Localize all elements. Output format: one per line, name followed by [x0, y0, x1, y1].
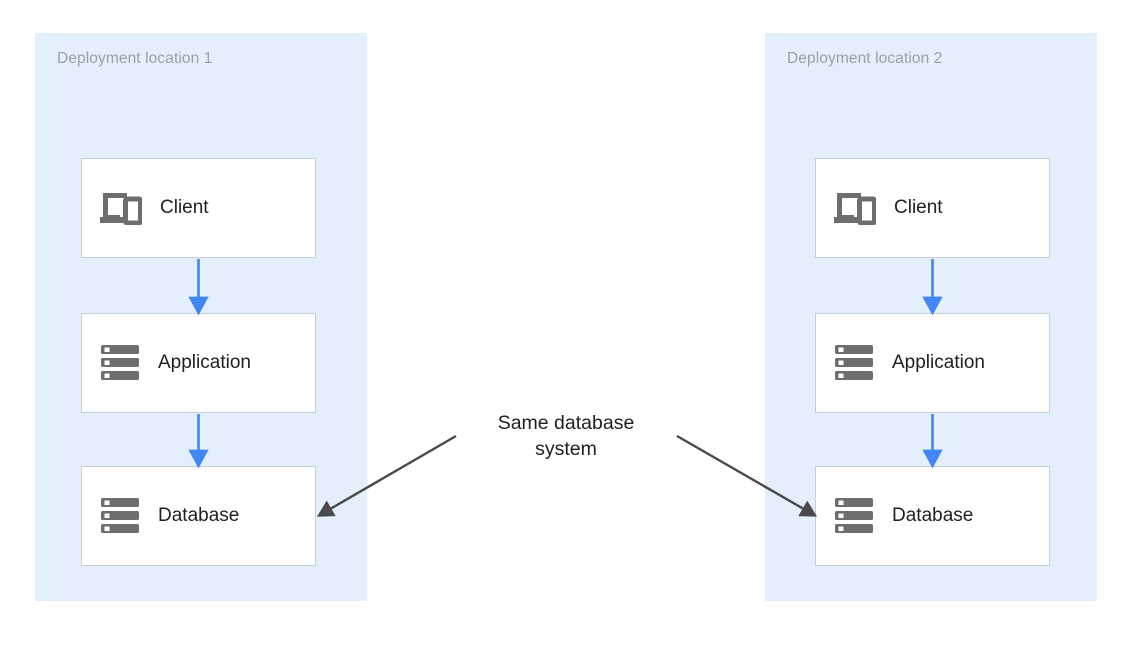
devices-icon: [834, 191, 877, 226]
server-icon: [834, 496, 874, 536]
deployment-location-1-database-label: Database: [158, 505, 240, 526]
deployment-location-1-label: Deployment location 1: [57, 50, 213, 67]
deployment-location-1-application-node[interactable]: Application: [81, 313, 316, 413]
deployment-location-1-client-label: Client: [160, 197, 209, 218]
deployment-location-2-label: Deployment location 2: [787, 50, 943, 67]
deployment-location-2-database-node[interactable]: Database: [815, 466, 1050, 566]
server-icon: [100, 496, 140, 536]
deployment-location-1-application-label: Application: [158, 352, 251, 373]
deployment-location-2-client-node[interactable]: Client: [815, 158, 1050, 258]
server-icon: [834, 343, 874, 383]
devices-icon: [100, 191, 143, 226]
same-database-system-note: Same database system: [497, 412, 635, 460]
deployment-location-2-application-label: Application: [892, 352, 985, 373]
deployment-location-2-client-label: Client: [894, 197, 943, 218]
deployment-location-1-client-node[interactable]: Client: [81, 158, 316, 258]
deployment-location-1-database-node[interactable]: Database: [81, 466, 316, 566]
server-icon: [100, 343, 140, 383]
deployment-location-2-database-label: Database: [892, 505, 974, 526]
deployment-location-2-application-node[interactable]: Application: [815, 313, 1050, 413]
